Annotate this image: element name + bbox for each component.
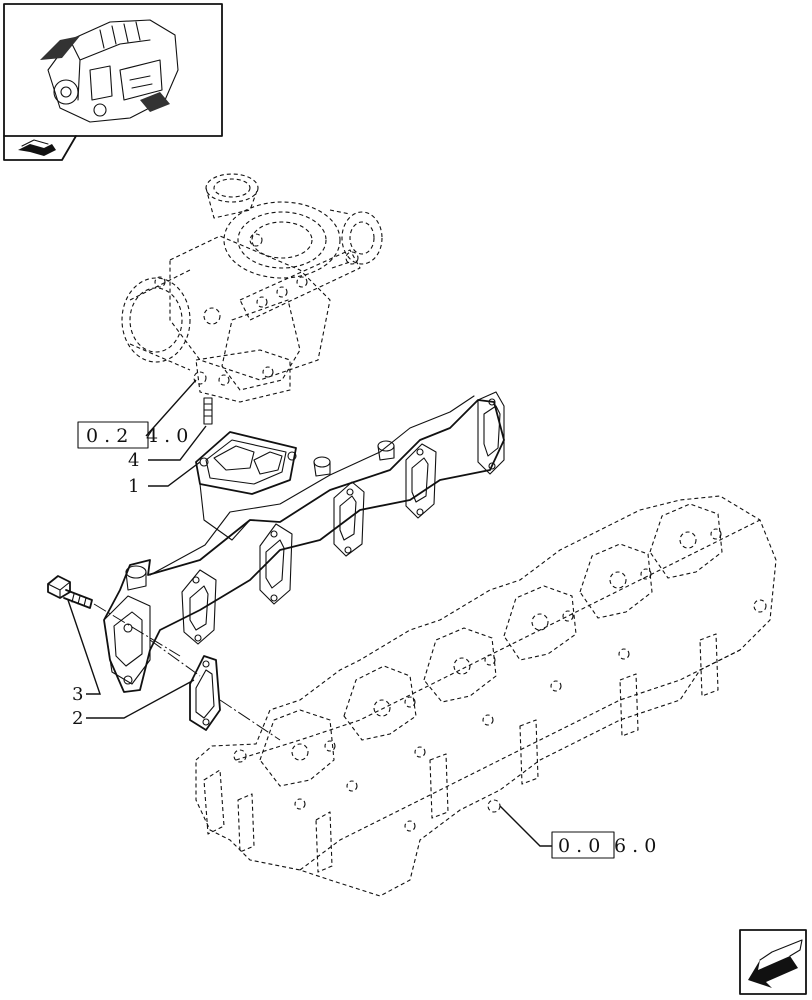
turbocharger-outline [121,173,383,403]
ref-head-boxed: 0 . 0 [558,835,600,857]
ref-turbo-boxed: 0 . 2 [86,425,128,447]
cylinder-head-outline [195,495,777,897]
reference-head[interactable]: 0 . 0 6 . 0 [551,831,656,859]
stud-part [203,397,213,425]
next-page-arrow-icon[interactable] [739,929,807,995]
ref-turbo-rest: 4 . 0 [146,425,188,447]
callout-1: 1 [128,476,139,497]
bolt-part [47,575,93,609]
callout-2: 2 [72,708,83,729]
engine-thumbnail-icon[interactable] [3,3,223,137]
callout-4: 4 [128,450,139,471]
exhaust-manifold-part [103,391,505,693]
ref-head-rest: 6 . 0 [614,835,656,857]
callout-3: 3 [72,684,83,705]
leader-lines [67,379,552,847]
gasket-part [189,655,221,731]
reference-turbo[interactable]: 0 . 2 4 . 0 [77,421,188,449]
book-arrow-icon[interactable] [3,135,77,161]
